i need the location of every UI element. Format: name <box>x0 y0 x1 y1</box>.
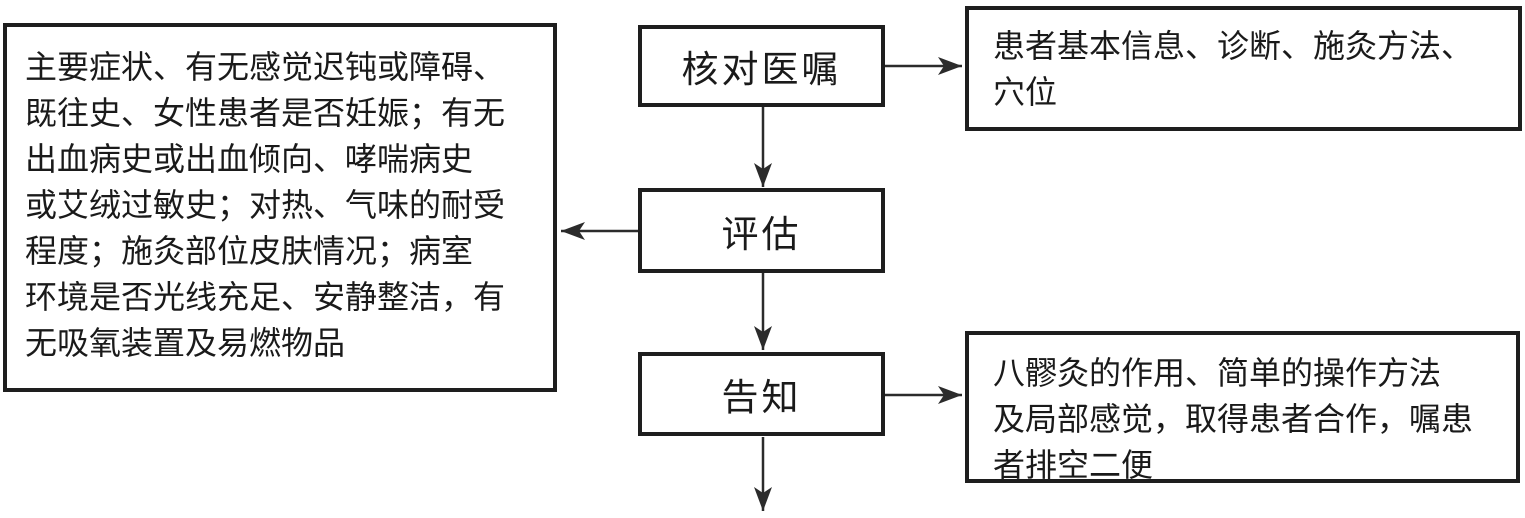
verify-note-text: 患者基本信息、诊断、施灸方法、 穴位 <box>993 28 1474 110</box>
verify-note-box: 患者基本信息、诊断、施灸方法、 穴位 <box>965 6 1522 131</box>
inform-note-box: 八髎灸的作用、简单的操作方法 及局部感觉，取得患者合作，嘱患 者排空二便 <box>965 331 1520 483</box>
step-box-verify: 核对医嘱 <box>638 25 885 107</box>
inform-note-text: 八髎灸的作用、简单的操作方法 及局部感觉，取得患者合作，嘱患 者排空二便 <box>993 355 1474 483</box>
step-assess-label: 评估 <box>721 214 802 256</box>
step-inform-label: 告知 <box>721 378 802 419</box>
step-box-inform: 告知 <box>638 352 885 436</box>
step-box-assess: 评估 <box>638 188 885 273</box>
assess-note-box: 主要症状、有无感觉迟钝或障碍、 既往史、女性患者是否妊娠；有无 出血病史或出血倾… <box>3 23 557 392</box>
assess-note-text: 主要症状、有无感觉迟钝或障碍、 既往史、女性患者是否妊娠；有无 出血病史或出血倾… <box>25 49 506 361</box>
step-verify-label: 核对医嘱 <box>681 50 842 91</box>
